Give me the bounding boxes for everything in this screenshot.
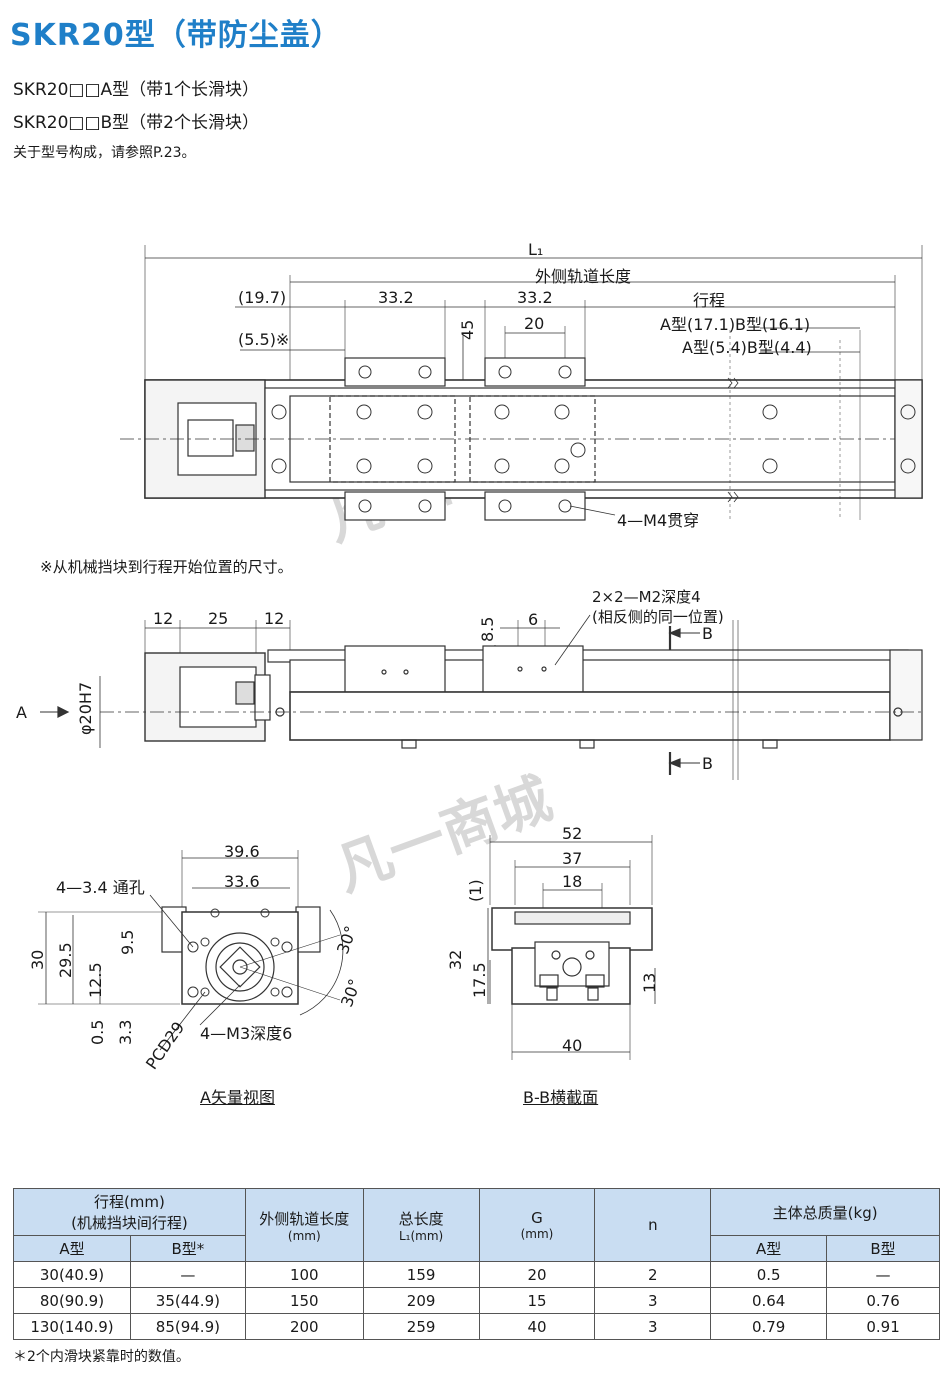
angle-30-top: 30° [333,923,361,957]
table-footnote: ＊2个内滑块紧靠时的数值。 [13,1349,190,1365]
dim-29-5: 29.5 [56,942,75,978]
table-row: 80(90.9) 35(44.9) 150 209 15 3 0.64 0.76 [13,1287,940,1314]
dim-12-b: 12 [264,609,285,628]
dim-45: 45 [458,319,477,340]
header-g: G (mm) [478,1188,596,1262]
dim-1: (1) [466,879,485,902]
dim-40: 40 [562,1036,583,1055]
angle-30-bottom: 30° [337,976,365,1010]
dim-20: 20 [524,314,545,333]
side-view [40,614,923,780]
dim-18: 18 [562,872,583,891]
bb-section [487,835,656,1060]
header-stroke: 行程(mm) (机械挡块间行程) [13,1188,246,1236]
dim-33-2-a: 33.2 [378,288,414,307]
dim-33-6: 33.6 [224,872,260,891]
table-row: 30(40.9) — 100 159 20 2 0.5 — [13,1261,940,1288]
dim-5-5: (5.5)※ [238,330,290,349]
caption-bb-section: B-B横截面 [523,1088,599,1107]
dim-3-3: 3.3 [116,1019,135,1045]
dim-12-a: 12 [153,609,174,628]
spec-table: 行程(mm) (机械挡块间行程) 外侧轨道长度 (mm) 总长度 L₁(mm) … [13,1188,940,1340]
dim-19-7: (19.7) [238,288,287,307]
dim-52: 52 [562,824,583,843]
dim-17-5: 17.5 [470,962,489,998]
label-m2: 2×2—M2深度4 [592,588,701,606]
label-pcd29: PCD29 [142,1018,189,1073]
view-a-label: A [16,703,27,722]
footnote-mechanical-stop: ※从机械挡块到行程开始位置的尺寸。 [40,558,293,576]
dim-39-6: 39.6 [224,842,260,861]
header-mass-a: A型 [710,1235,828,1262]
dim-30: 30 [28,949,47,970]
section-b-bottom: B [702,754,713,773]
dim-12-5: 12.5 [86,962,105,998]
technical-drawing [38,245,923,1060]
dim-8-5: 8.5 [478,616,497,642]
dim-stroke: 行程 [693,291,726,310]
header-stroke-a: A型 [13,1235,131,1262]
table-row: 130(140.9) 85(94.9) 200 259 40 3 0.79 0.… [13,1313,940,1340]
dim-l1: L₁ [528,240,544,259]
dim-37: 37 [562,849,583,868]
dim-a5: A型(5.4)B型(4.4) [682,338,812,357]
dim-20h7: φ20H7 [76,681,95,735]
caption-a-view: A矢量视图 [200,1088,275,1107]
header-stroke-b: B型* [129,1235,246,1262]
section-b-top: B [702,624,713,643]
reference-note: 关于型号构成，请参照P.23。 [13,145,196,161]
page-title: SKR20型（带防尘盖） [10,18,342,53]
dim-32: 32 [446,949,465,970]
dim-a17: A型(17.1)B型(16.1) [660,315,811,334]
model-a-line: SKR20□□A型（带1个长滑块） [13,80,259,100]
label-through-hole: 4—3.4 通孔 [56,878,145,897]
dim-6: 6 [528,610,539,629]
header-total-length: 总长度 L₁(mm) [362,1188,480,1262]
header-mass-b: B型 [826,1235,940,1262]
dim-0-5: 0.5 [88,1019,107,1045]
dim-13: 13 [640,972,659,993]
label-m2-opposite: (相反侧的同一位置) [592,608,724,626]
label-m4: 4—M4贯穿 [617,511,700,530]
dim-33-2-b: 33.2 [517,288,553,307]
header-outer-rail: 外侧轨道长度 (mm) [244,1188,364,1262]
a-arrow-view [38,850,344,1051]
header-n: n [594,1188,712,1262]
dim-25: 25 [208,609,229,628]
header-mass: 主体总质量(kg) [710,1188,940,1236]
dim-outer-rail: 外侧轨道长度 [535,267,632,286]
dim-9-5: 9.5 [118,929,137,955]
label-m3: 4—M3深度6 [200,1024,293,1043]
model-b-line: SKR20□□B型（带2个长滑块） [13,113,259,133]
top-view [120,245,923,521]
